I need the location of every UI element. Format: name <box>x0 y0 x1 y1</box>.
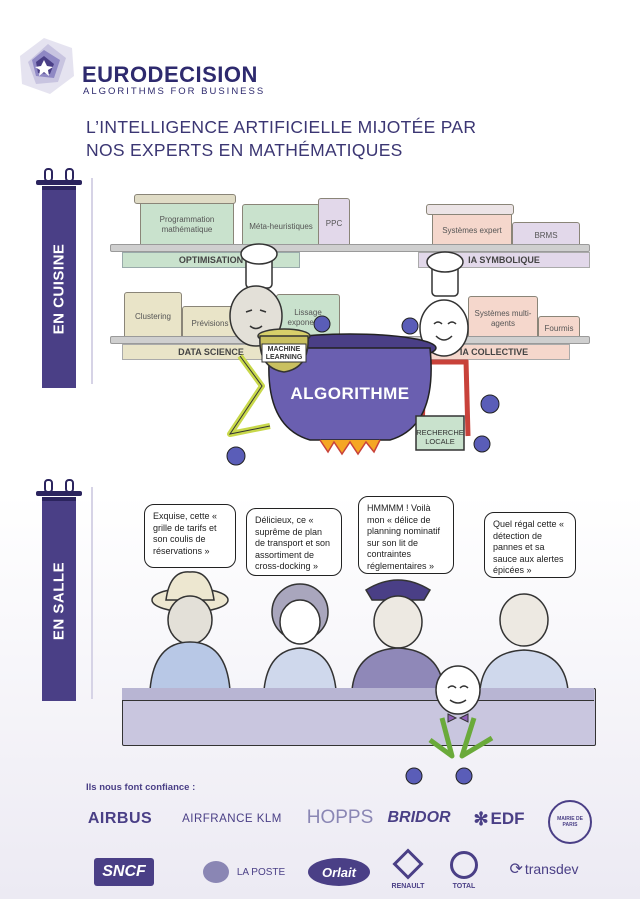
logo-total: TOTAL <box>444 848 484 892</box>
la-poste-label: LA POSTE <box>236 866 286 878</box>
page-headline: L’INTELLIGENCE ARTIFICIELLE MIJOTÉE PAR … <box>86 116 476 162</box>
logo-transdev: ⟳ transdev <box>498 856 590 882</box>
jar-meta-heuristiques: Méta-heuristiques <box>242 204 320 250</box>
top-shelf <box>110 244 590 252</box>
kitchen-illustration <box>226 243 500 466</box>
logo-mairie-de-paris: MAIRIE DE PARIS <box>548 800 592 844</box>
headline-line-1: L’INTELLIGENCE ARTIFICIELLE MIJOTÉE PAR <box>86 117 477 137</box>
transdev-runner-icon: ⟳ <box>509 861 523 878</box>
renault-diamond-icon <box>392 847 424 880</box>
blueberries <box>226 315 500 466</box>
eurodecision-logo <box>14 36 90 102</box>
edf-label: EDF <box>490 809 525 828</box>
jar-lid <box>426 204 514 215</box>
jar-multi-agents: Systèmes multi-agents <box>468 296 538 342</box>
banner-ring <box>44 168 53 182</box>
logo-sncf: SNCF <box>94 858 154 886</box>
trust-title: Ils nous font confiance : <box>86 782 196 793</box>
hall-divider <box>91 487 93 699</box>
star-polygon-logo-icon <box>20 38 74 94</box>
headline-line-2: NOS EXPERTS EN MATHÉMATIQUES <box>86 140 403 160</box>
diner-1 <box>149 571 231 690</box>
la-poste-bird-icon <box>202 861 229 883</box>
kitchen-divider <box>91 178 93 384</box>
waiter-chef <box>405 665 494 785</box>
brand-name: EURODECISION <box>82 62 258 87</box>
total-label: TOTAL <box>452 882 476 890</box>
diner-2 <box>263 583 337 690</box>
banner-hall-label: EN SALLE <box>50 561 68 641</box>
machine-learning-pot <box>257 328 311 373</box>
recherche-locale-label: RECHERCHE LOCALE <box>416 428 464 446</box>
transdev-label: transdev <box>524 861 579 877</box>
plate-data-science: DATA SCIENCE <box>122 344 300 360</box>
edf-flower-icon: ✻ <box>473 808 489 829</box>
diner-4 <box>479 593 569 690</box>
logo-airfrance-klm: AIRFRANCE KLM <box>182 813 282 825</box>
machine-learning-label: MACHINE LEARNING <box>265 346 303 361</box>
renault-label: RENAULT <box>391 882 425 890</box>
logo-airbus: AIRBUS <box>87 810 153 827</box>
banner-ring <box>65 168 74 182</box>
logo-orlait: Orlait <box>308 858 370 886</box>
diners-illustration <box>149 571 569 690</box>
total-globe-icon <box>450 850 478 879</box>
banner-ring <box>44 479 53 493</box>
brand-tagline: ALGORITHMS FOR BUSINESS <box>83 86 266 97</box>
logo-edf: ✻ EDF <box>462 806 536 832</box>
jar-clustering: Clustering <box>124 292 182 342</box>
speech-bubble-4: Quel régal cette « détection de pannes e… <box>484 512 576 578</box>
logo-la-poste: LA POSTE <box>196 858 292 886</box>
banner-en-cuisine: EN CUISINE <box>36 168 82 388</box>
banner-ring <box>65 479 74 493</box>
banner-kitchen-label: EN CUISINE <box>50 243 68 335</box>
logo-hopps: HOPPS <box>306 807 374 828</box>
logo-bridor: BRIDOR <box>387 809 451 826</box>
speech-bubble-1: Exquise, cette « grille de tarifs et son… <box>144 504 236 568</box>
banner-pole <box>36 491 82 496</box>
speech-bubble-2: Délicieux, ce « suprême de plan de trans… <box>246 508 342 576</box>
diner-3 <box>351 579 445 690</box>
banner-en-salle: EN SALLE <box>36 479 82 701</box>
algorithme-label: ALGORITHME <box>290 384 410 403</box>
speech-bubble-3: HMMMM ! Voilà mon « délice de planning n… <box>358 496 454 574</box>
jar-ppc: PPC <box>318 198 350 250</box>
banner-pole <box>36 180 82 185</box>
chef-right <box>419 251 471 437</box>
dining-table-top <box>122 688 594 701</box>
jar-lid <box>134 194 236 204</box>
logo-renault: RENAULT <box>386 847 430 892</box>
